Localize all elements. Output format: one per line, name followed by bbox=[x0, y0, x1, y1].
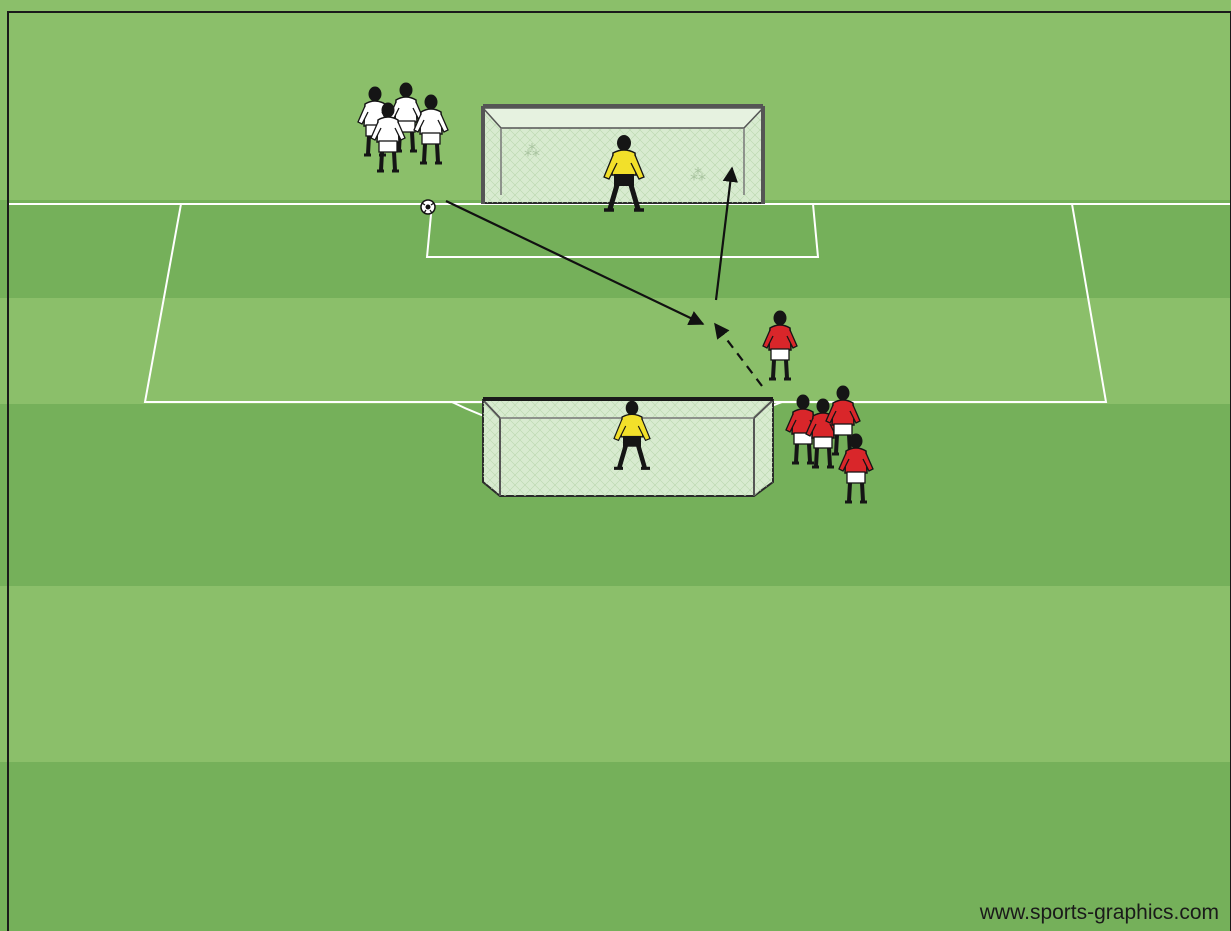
watermark-text: www.sports-graphics.com bbox=[980, 901, 1219, 925]
grass-stripe bbox=[0, 298, 1231, 404]
grass-stripe bbox=[0, 586, 1231, 762]
top-goal-roof bbox=[483, 108, 763, 128]
soccer-ball-icon bbox=[421, 200, 435, 214]
net-mark: ⁂ bbox=[690, 165, 706, 184]
net-mark: ⁂ bbox=[524, 141, 540, 160]
